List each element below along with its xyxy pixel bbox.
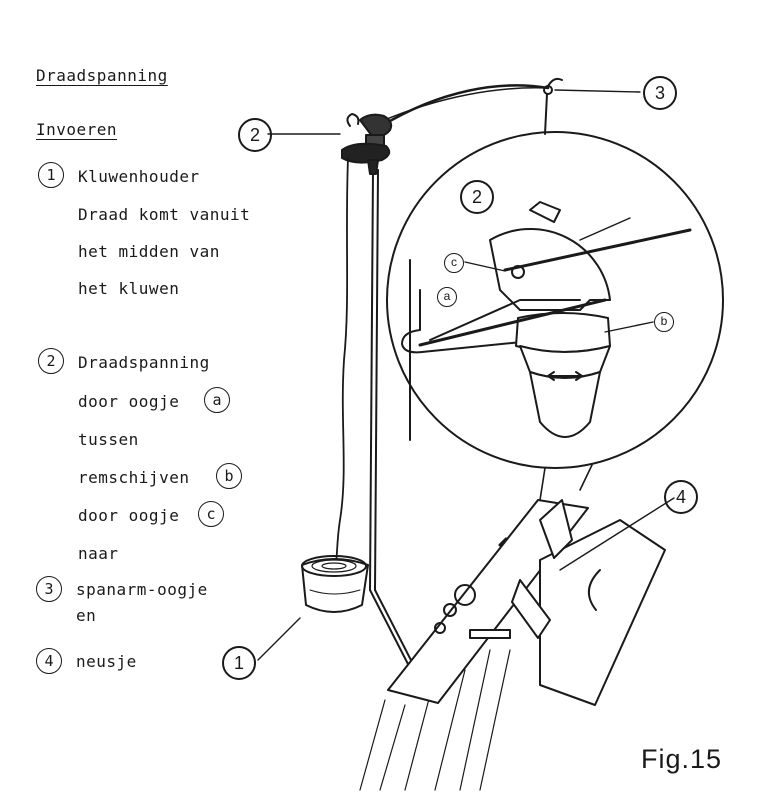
marker-c: c bbox=[198, 501, 224, 527]
step-1-number: 1 bbox=[38, 162, 64, 188]
callout-3-label: 3 bbox=[643, 76, 677, 110]
carriage-assembly bbox=[387, 499, 666, 706]
subsection-heading: Invoeren bbox=[36, 120, 118, 139]
callout-1-label: 1 bbox=[222, 646, 256, 680]
step-1-line-3: het midden van bbox=[78, 242, 220, 261]
detail-a-label: a bbox=[437, 287, 457, 307]
step-1-line-4: het kluwen bbox=[78, 279, 180, 298]
step-2-line-6: naar bbox=[78, 544, 119, 563]
step-2-line-2: door oogje bbox=[78, 392, 180, 411]
step-1-line-1: Kluwenhouder bbox=[78, 167, 200, 186]
step-3-number: 3 bbox=[36, 576, 62, 602]
step-2-line-3: tussen bbox=[78, 430, 139, 449]
step-4-number: 4 bbox=[36, 648, 62, 674]
step-2-line-5: door oogje bbox=[78, 506, 180, 525]
step-3-line-2: en bbox=[76, 606, 97, 625]
detail-c-label: c bbox=[444, 253, 464, 273]
step-4-line-1: neusje bbox=[76, 652, 137, 671]
detail-2-label: 2 bbox=[460, 180, 494, 214]
detail-magnifier-circle bbox=[386, 131, 724, 469]
marker-b: b bbox=[216, 463, 242, 489]
step-2-number: 2 bbox=[38, 348, 64, 374]
detail-b-label: b bbox=[654, 312, 674, 332]
callout-2-label: 2 bbox=[238, 118, 272, 152]
marker-a: a bbox=[204, 387, 230, 413]
step-2-line-1: Draadspanning bbox=[78, 353, 210, 372]
tension-unit bbox=[341, 113, 393, 175]
yarn-path bbox=[333, 157, 349, 576]
step-2-line-4: remschijven bbox=[78, 468, 190, 487]
callout-leaders bbox=[257, 89, 675, 661]
callout-4-label: 4 bbox=[664, 480, 698, 514]
figure-label: Fig.15 bbox=[641, 744, 723, 774]
yarn-cone bbox=[301, 555, 369, 613]
step-3-line-1: spanarm-oogje bbox=[76, 580, 208, 599]
detail-disc-assembly bbox=[401, 201, 692, 441]
section-heading: Draadspanning bbox=[36, 66, 168, 85]
tension-arm bbox=[376, 77, 563, 135]
machine-bed-lines bbox=[359, 649, 511, 791]
step-1-line-2: Draad komt vanuit bbox=[78, 205, 251, 224]
